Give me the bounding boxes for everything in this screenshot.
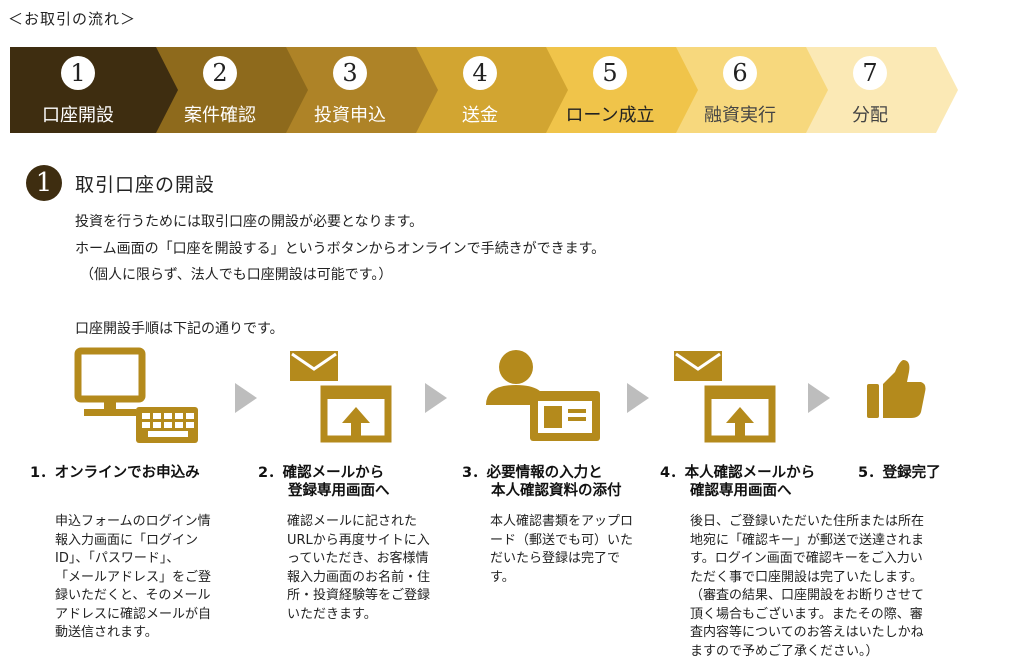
step-4-label: 送金 [462,105,498,126]
step-2: 2 案件確認 [140,47,308,133]
step-7-number: 7 [853,56,887,90]
step-6: 6 融資実行 [660,47,828,133]
email-upload-icon [290,351,392,443]
flow-arrow-2 [425,383,447,413]
step-1: 1 口座開設 [10,47,178,133]
step-7: 7 分配 [790,47,958,133]
flow-arrow-3 [627,383,649,413]
flow-arrow-1 [235,383,257,413]
section-number-badge: 1 [26,165,62,201]
email-upload-icon [674,351,776,443]
step-3: 3 投資申込 [270,47,438,133]
step-6-number: 6 [723,56,757,90]
step-5-number: 5 [593,56,627,90]
step-2-number: 2 [203,56,237,90]
step-1-number: 1 [61,56,95,90]
intro-line-2: ホーム画面の「口座を開設する」というボタンからオンラインで手続きができます。 [75,241,606,257]
procedure-step-4-title: 4．本人確認メールから [660,465,816,481]
procedure-intro: 口座開設手順は下記の通りです。 [75,321,284,337]
step-4: 4 送金 [400,47,568,133]
procedure-step-3-desc: 本人確認書類をアップロ ード（郵送でも可）いた だいたら登録は完了で す。 [490,514,634,585]
step-4-number: 4 [463,56,497,90]
procedure-step-1-desc: 申込フォームのログイン情 報入力画面に「ログイン ID」、「パスワード」、 「メ… [55,514,212,640]
procedure-step-3-title: 3．必要情報の入力と [462,465,603,481]
procedure-step-5-title: 5．登録完了 [858,465,941,481]
person-id-card-icon [486,350,600,441]
procedure-step-2-title: 2．確認メールから [258,465,385,481]
step-3-number: 3 [333,56,367,90]
procedure-step-3-title-2: 本人確認資料の添付 [491,483,622,499]
step-7-label: 分配 [852,105,888,126]
flow-arrow-4 [808,383,830,413]
computer-keyboard-icon [74,347,198,443]
page-heading: ＜お取引の流れ＞ [8,10,137,28]
step-2-label: 案件確認 [184,105,256,126]
procedure-step-4-desc: 後日、ご登録いただいた住所または所在 地宛に「確認キー」が郵送で送達されま す。… [690,514,925,659]
procedure-step-1-title: 1．オンラインでお申込み [30,465,200,481]
intro-line-1: 投資を行うためには取引口座の開設が必要となります。 [75,214,424,230]
section-title: 取引口座の開設 [75,174,216,196]
procedure-step-2-desc: 確認メールに記された URLから再度サイトに入 っていただき、お客様情 報入力画… [287,514,431,622]
step-5: 5 ローン成立 [530,47,698,133]
step-6-label: 融資実行 [704,105,776,126]
thumbs-up-icon [867,360,926,418]
procedure-step-4-title-2: 確認専用画面へ [690,483,792,499]
step-5-label: ローン成立 [565,105,655,126]
step-1-label: 口座開設 [42,105,114,126]
procedure-step-2-title-2: 登録専用画面へ [288,483,390,499]
step-3-label: 投資申込 [314,105,386,126]
intro-line-3: （個人に限らず、法人でも口座開設は可能です。） [80,267,393,283]
step-progress-bar: 1 口座開設 2 案件確認 3 投資申込 4 送金 5 ローン成立 6 融資実行 7 分配 [10,47,965,133]
